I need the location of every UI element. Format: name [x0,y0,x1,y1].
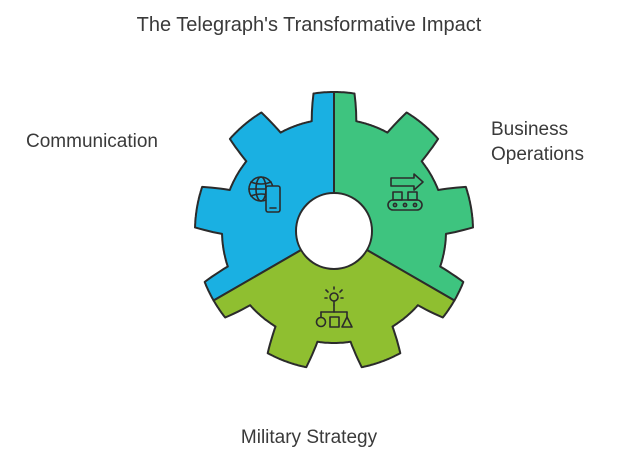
segment-military-strategy [212,230,456,369]
label-business-line2: Operations [491,144,584,165]
diagram-title: The Telegraph's Transformative Impact [136,14,482,36]
label-business-line1: Business [491,119,569,140]
conveyor-icon [387,173,424,211]
label-communication: Communication [26,131,158,152]
gear-hub [295,192,373,270]
globe-phone-icon [248,176,281,213]
label-military-strategy: Military Strategy [240,427,378,448]
strategy-icon [315,286,353,328]
label-business-operations: Business Operations [491,117,584,167]
